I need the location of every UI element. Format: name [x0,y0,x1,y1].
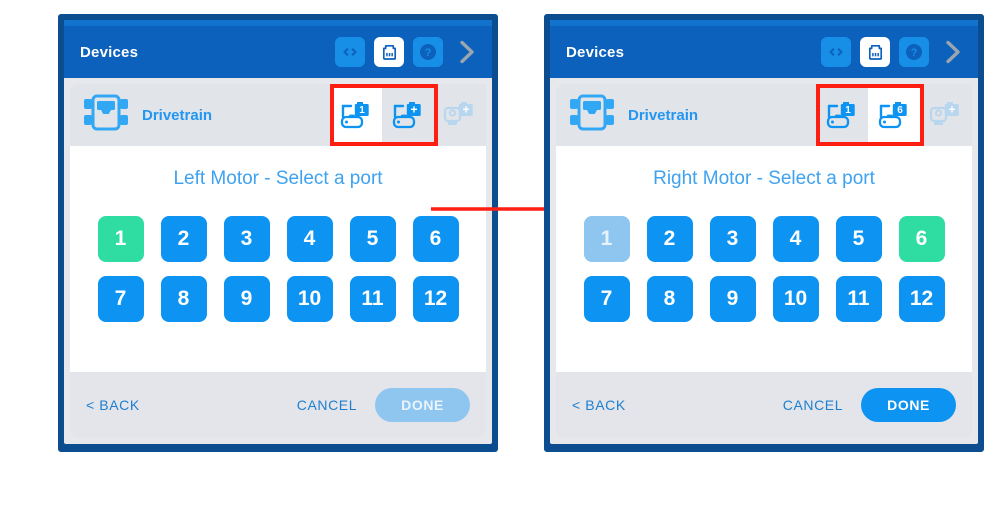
port-button-9[interactable]: 9 [709,276,756,322]
motor-port-badge: 1 [359,105,365,116]
port-button-5[interactable]: 5 [835,216,882,262]
page-title: Devices [80,43,139,61]
device-card-row-left: Drivetrain 1 [70,84,486,146]
code-button[interactable] [821,37,851,67]
port-tabs-left: 1 + [330,84,486,146]
port-button-1: 1 [583,216,630,262]
port-button-2[interactable]: 2 [646,216,693,262]
port-button-3[interactable]: 3 [223,216,270,262]
port-button-2[interactable]: 2 [160,216,207,262]
port-button-8[interactable]: 8 [160,276,207,322]
port-button-5[interactable]: 5 [349,216,396,262]
device-panel-left: Devices [58,14,498,452]
motor-port-tab-1[interactable]: 1 [330,84,382,146]
port-button-1[interactable]: 1 [97,216,144,262]
motor-add-tab[interactable]: + [382,84,434,146]
prompt-label: Right Motor - Select a port [653,168,875,189]
header-toolbar: ? [335,37,480,67]
motor-add-badge: + [410,103,417,117]
help-button[interactable]: ? [899,37,929,67]
port-button-12[interactable]: 12 [898,276,945,322]
device-name-label: Drivetrain [142,106,213,124]
port-button-7[interactable]: 7 [583,276,630,322]
cancel-button[interactable]: CANCEL [782,397,844,413]
devices-button[interactable] [860,37,890,67]
motor-port-badge: 6 [897,105,903,116]
device-port-icon [382,44,396,60]
port-button-8[interactable]: 8 [646,276,693,322]
port-button-12[interactable]: 12 [412,276,459,322]
footer-right: < BACK CANCEL DONE [556,372,972,438]
port-button-11[interactable]: 11 [835,276,882,322]
back-button[interactable]: < BACK [572,397,626,413]
motor-icon: 1 [340,102,369,129]
chevron-right-icon [460,40,474,64]
drivetrain-icon [82,92,130,139]
prompt-label: Left Motor - Select a port [173,168,383,189]
cancel-button[interactable]: CANCEL [296,397,358,413]
motor-icon: 1 [826,102,855,129]
port-button-9[interactable]: 9 [223,276,270,322]
svg-text:?: ? [911,47,918,59]
screen-left: Devices [64,20,492,444]
sensor-icon: + [929,102,959,125]
port-button-10[interactable]: 10 [286,276,333,322]
footer-left: < BACK CANCEL DONE [70,372,486,438]
drivetrain-icon [568,92,616,139]
code-brackets-icon [829,47,843,57]
motor-icon: + [392,102,421,129]
motor-icon: 6 [878,102,907,129]
chevron-right-icon [946,40,960,64]
sensor-add-badge: + [948,103,955,117]
back-button[interactable]: < BACK [86,397,140,413]
port-button-6[interactable]: 6 [412,216,459,262]
next-button[interactable] [454,37,480,67]
motor-port-tab-1[interactable]: 1 [816,84,868,146]
code-brackets-icon [343,47,357,57]
device-port-icon [868,44,882,60]
port-tabs-right: 1 6 [816,84,972,146]
svg-text:?: ? [425,47,432,59]
question-mark-icon: ? [906,44,922,60]
top-accent-strip [550,20,978,26]
sensor-add-tab[interactable]: + [434,84,486,146]
next-button[interactable] [940,37,966,67]
motor-port-tab-6[interactable]: 6 [868,84,920,146]
port-button-4[interactable]: 4 [772,216,819,262]
sensor-add-badge: + [462,103,469,117]
top-accent-strip [64,20,492,26]
done-button[interactable]: DONE [861,388,956,422]
help-button[interactable]: ? [413,37,443,67]
port-button-6[interactable]: 6 [898,216,945,262]
header-toolbar: ? [821,37,966,67]
port-button-7[interactable]: 7 [97,276,144,322]
question-mark-icon: ? [420,44,436,60]
motor-port-badge: 1 [845,105,851,116]
device-panel-right: Devices [544,14,984,452]
app-header-right: Devices [550,26,978,78]
code-button[interactable] [335,37,365,67]
port-button-10[interactable]: 10 [772,276,819,322]
device-name-label: Drivetrain [628,106,699,124]
done-button[interactable]: DONE [375,388,470,422]
red-arrow-icon [431,202,596,216]
port-button-11[interactable]: 11 [349,276,396,322]
sensor-icon: + [443,102,473,125]
device-card-row-right: Drivetrain 1 [556,84,972,146]
devices-button[interactable] [374,37,404,67]
sensor-add-tab[interactable]: + [920,84,972,146]
page-title: Devices [566,43,625,61]
port-button-3[interactable]: 3 [709,216,756,262]
app-header-left: Devices [64,26,492,78]
screen-right: Devices [550,20,978,444]
port-button-4[interactable]: 4 [286,216,333,262]
